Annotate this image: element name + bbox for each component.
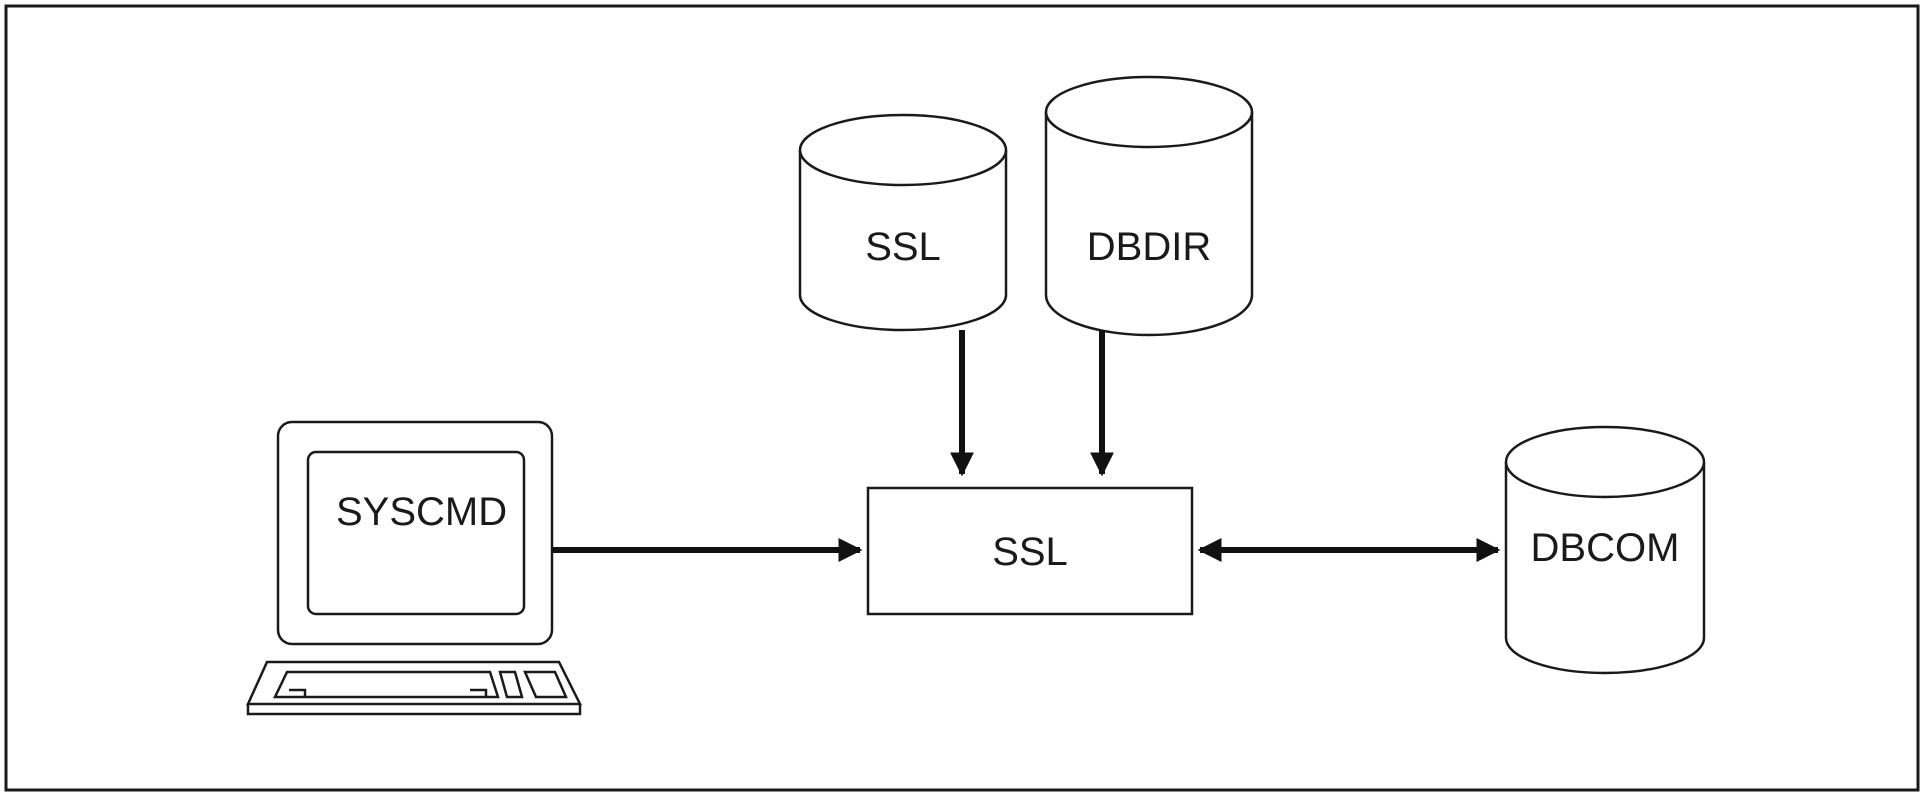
ssl-process-box: SSL: [866, 486, 1194, 616]
database-cylinder-icon: [1044, 112, 1254, 337]
dbcom-database-label: DBCOM: [1531, 526, 1680, 570]
keyboard-icon: [246, 660, 583, 716]
ssl-process-label: SSL: [992, 530, 1068, 574]
dbdir-database-label: DBDIR: [1087, 225, 1211, 269]
diagram-frame: [4, 4, 1920, 792]
dbdir-database: DBDIR: [1044, 75, 1254, 337]
dbcom-database: DBCOM: [1504, 425, 1706, 675]
terminal-icon: [276, 420, 554, 646]
terminal-label: SYSCMD: [336, 490, 507, 534]
ssl-database-label: SSL: [865, 225, 941, 269]
ssl-database: SSL: [798, 113, 1008, 332]
database-cylinder-icon: [798, 150, 1008, 332]
database-cylinder-icon: [1504, 462, 1706, 675]
terminal: SYSCMD: [246, 420, 583, 716]
